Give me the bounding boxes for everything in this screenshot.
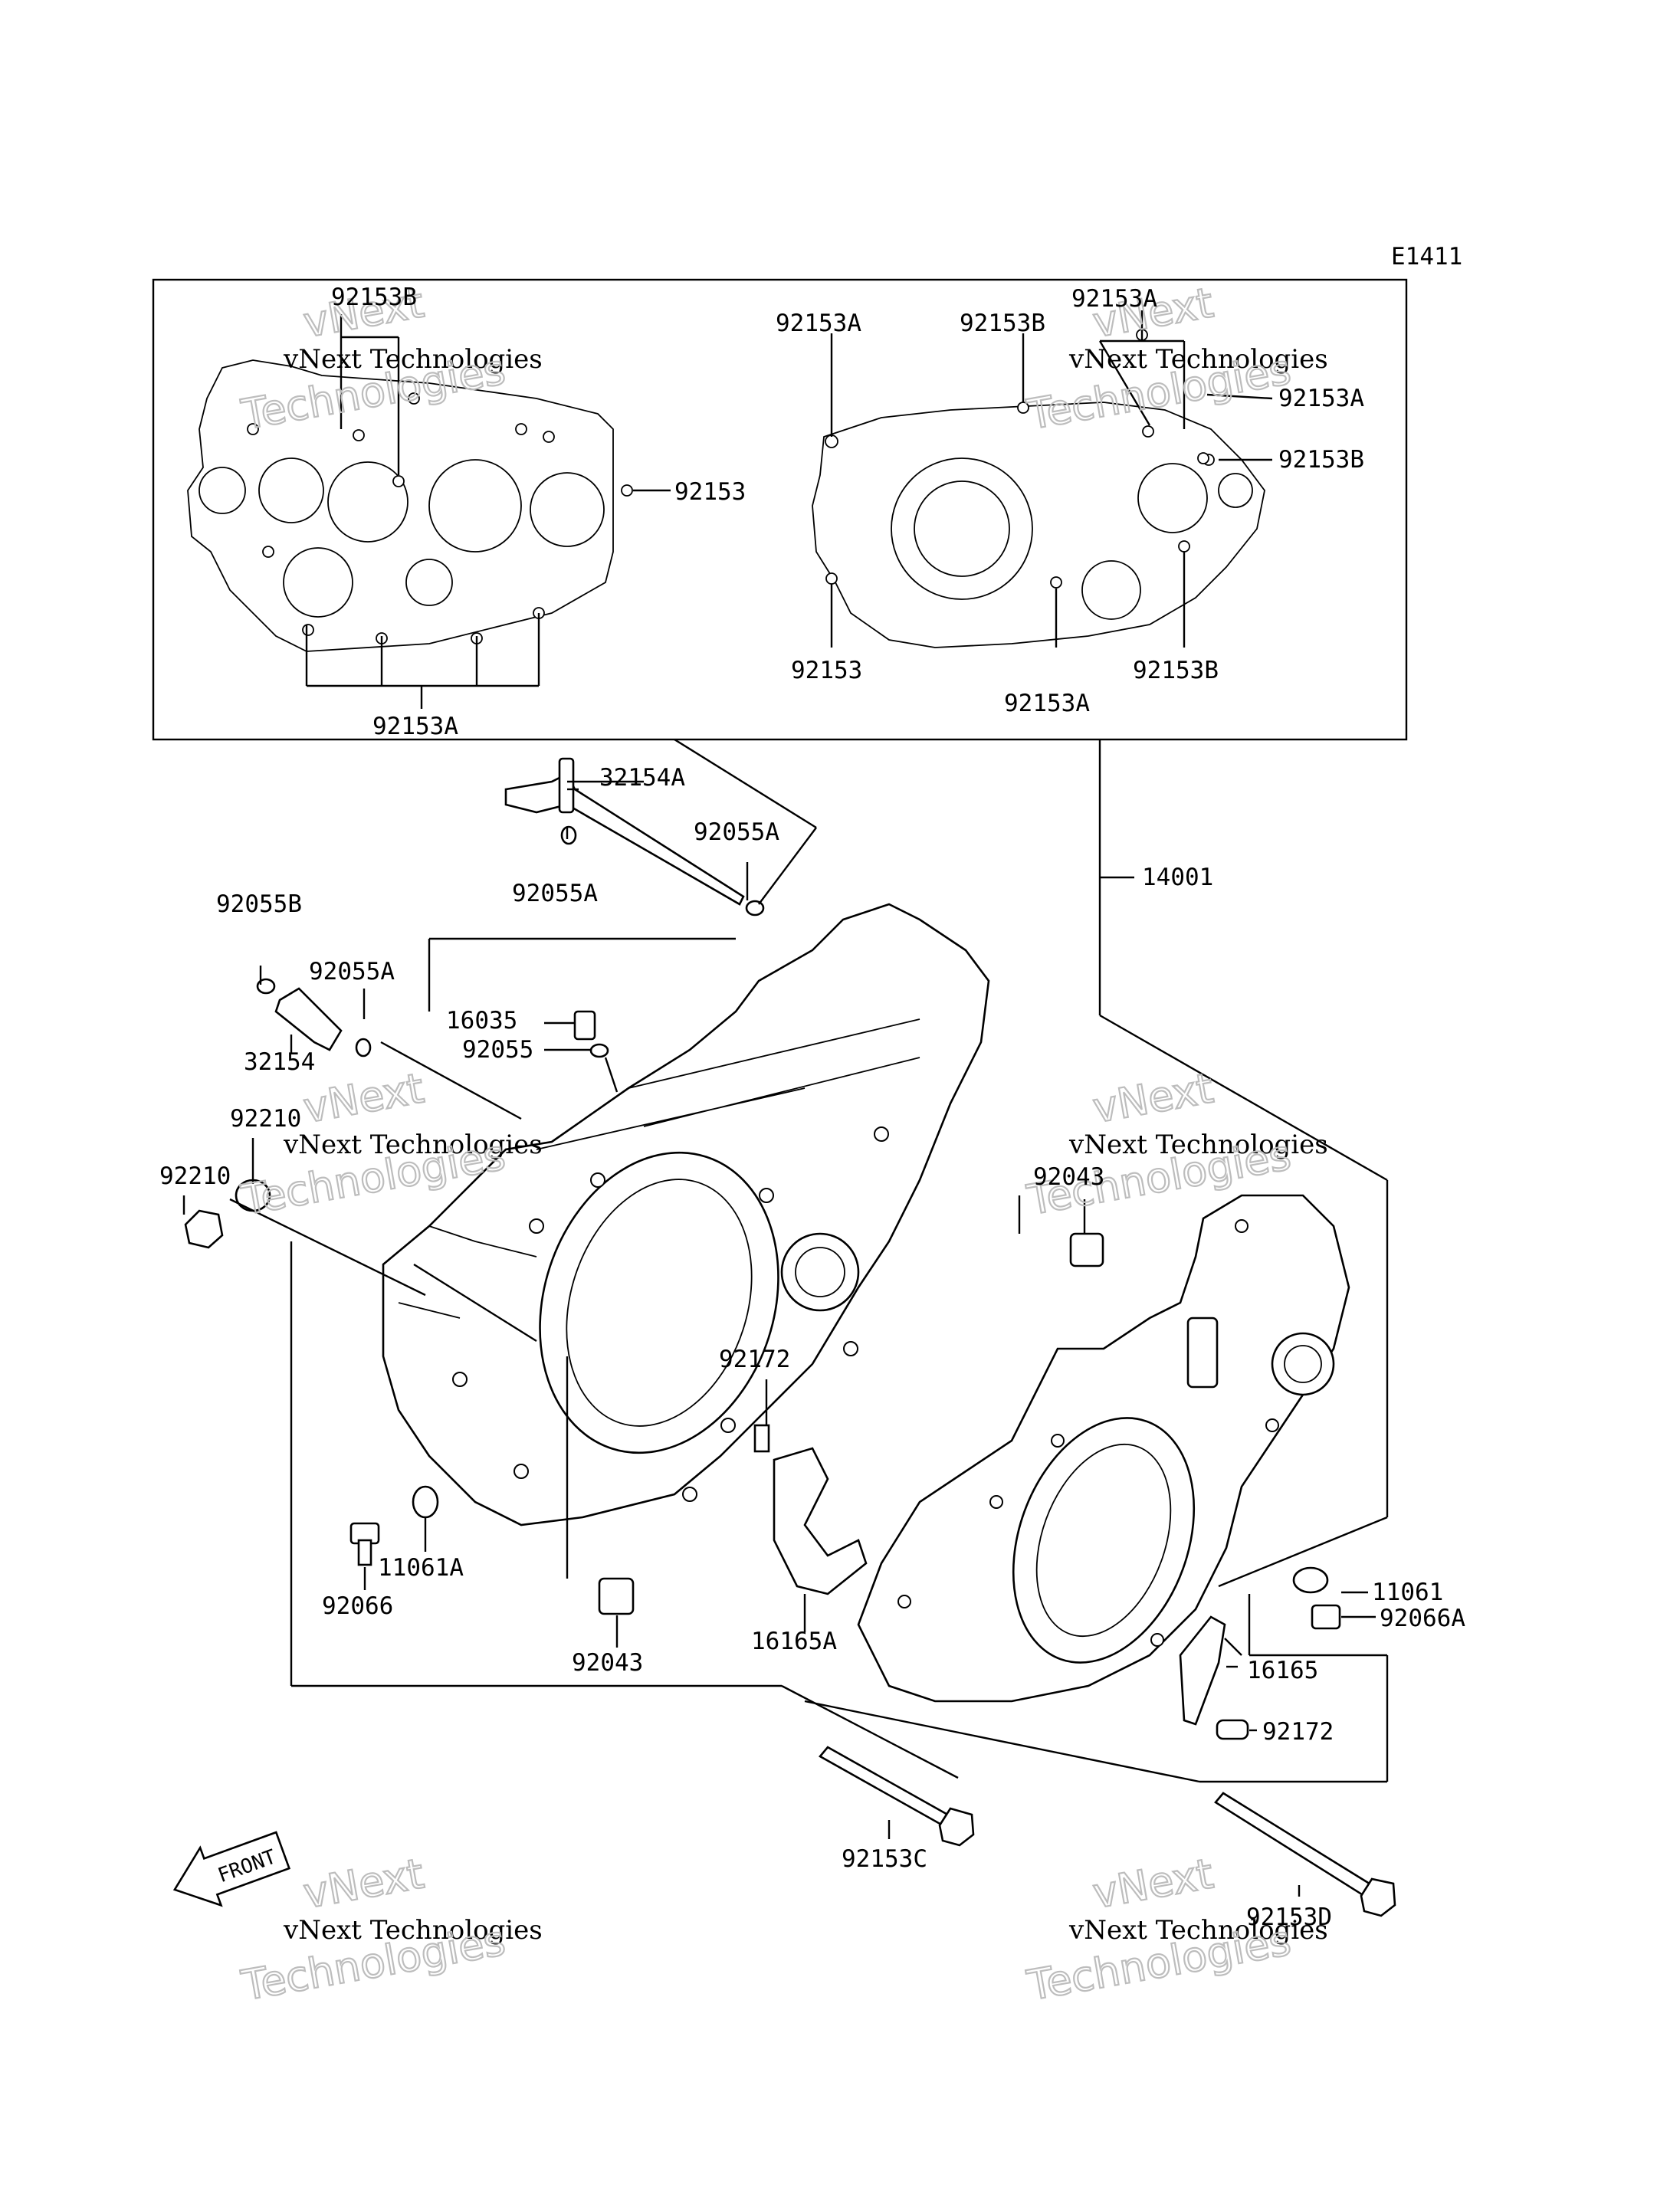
part-label: 32154A (599, 764, 685, 792)
part-label: 92153A (776, 310, 861, 337)
part-label: 92153 (791, 657, 862, 684)
part-label: 92153A (1278, 385, 1364, 412)
part-label: 92153B (331, 284, 417, 311)
front-arrow-icon: FRONT (172, 1831, 291, 1907)
svg-text:vNext: vNext (1089, 1064, 1216, 1132)
part-label: 92055 (462, 1036, 533, 1064)
part-label: 11061 (1372, 1579, 1443, 1606)
part-label: 92055A (694, 818, 779, 846)
diagram-code: E1411 (1391, 243, 1462, 271)
part-label: 92153D (1246, 1904, 1332, 1931)
part-label: 16165A (751, 1628, 837, 1655)
part-label: 92055A (309, 958, 395, 985)
part-label: 92043 (572, 1649, 643, 1677)
left-crankcase (382, 903, 990, 1526)
inset-leader-lines (305, 310, 1273, 709)
svg-text:vNext: vNext (300, 1849, 427, 1917)
part-label: 92153C (842, 1845, 927, 1873)
part-label: 92153A (372, 713, 458, 740)
part-label: 92153 (674, 478, 746, 506)
part-label: 11061A (378, 1554, 464, 1582)
exploded-leader-lines (182, 738, 1389, 1897)
right-case-half-outline (812, 329, 1265, 648)
part-label: 92210 (230, 1105, 301, 1133)
part-label: 92055A (512, 880, 598, 907)
svg-text:vNext: vNext (300, 1064, 427, 1132)
left-case-half-outline (187, 359, 633, 652)
part-label: 92210 (159, 1162, 231, 1190)
right-crankcase (857, 1194, 1350, 1703)
svg-text:vNext Technologies: vNext Technologies (1068, 1130, 1328, 1160)
svg-text:vNext Technologies: vNext Technologies (1068, 1915, 1328, 1946)
part-label: 92172 (1262, 1718, 1334, 1746)
part-labels: 92153B 92153A 92153B 92153A 92153A 92153… (159, 284, 1465, 1931)
svg-text:vNext Technologies: vNext Technologies (1068, 344, 1328, 375)
part-label: 16035 (446, 1007, 517, 1035)
part-label: 92043 (1033, 1163, 1104, 1191)
part-label: 92172 (719, 1346, 790, 1373)
part-label: 92066A (1380, 1605, 1465, 1632)
part-label: 16165 (1247, 1657, 1318, 1684)
part-label: 92153B (1278, 446, 1364, 474)
part-label: 14001 (1142, 864, 1213, 891)
svg-text:vNext Technologies: vNext Technologies (283, 344, 543, 375)
part-label: 92055B (216, 890, 302, 918)
part-label: 92153B (960, 310, 1045, 337)
svg-text:vNext Technologies: vNext Technologies (283, 1915, 543, 1946)
inset-frame (152, 278, 1408, 741)
part-label: 32154 (244, 1048, 315, 1076)
part-label: 92153B (1133, 657, 1219, 684)
part-label: 92153A (1071, 285, 1157, 313)
small-parts (184, 757, 1396, 1917)
watermark-bottom-left: vNext vNext Technologies Technologies (237, 1848, 543, 2011)
svg-text:vNext: vNext (1089, 1849, 1216, 1917)
svg-text:vNext Technologies: vNext Technologies (283, 1130, 543, 1160)
part-label: 92066 (322, 1592, 393, 1620)
part-label: 92153A (1004, 690, 1090, 717)
